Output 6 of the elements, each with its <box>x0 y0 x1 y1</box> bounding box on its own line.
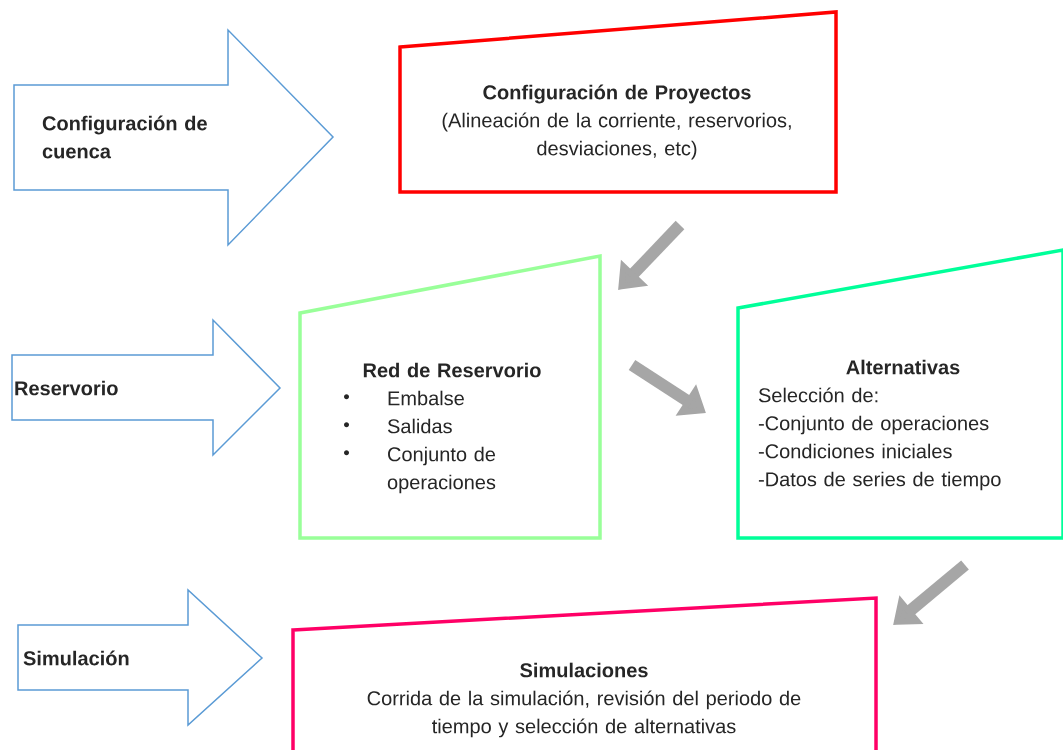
process-box: Configuración de Proyectos (Alineación de la corriente, reservorios, desviaciones, etc) <box>398 10 838 194</box>
arrow <box>893 560 969 625</box>
arrow <box>618 220 685 290</box>
process-box: Red de Reservorio Embalse Salidas Conjunto de operaciones <box>298 253 602 540</box>
process-box: Simulaciones Corrida de la simulación, revisión del periodo de tiempo y selección de alternativas <box>291 596 878 750</box>
process-box: Alternativas Selección de: -Conjunto de operaciones -Condiciones iniciales -Datos de series de tiempo <box>736 247 1063 540</box>
